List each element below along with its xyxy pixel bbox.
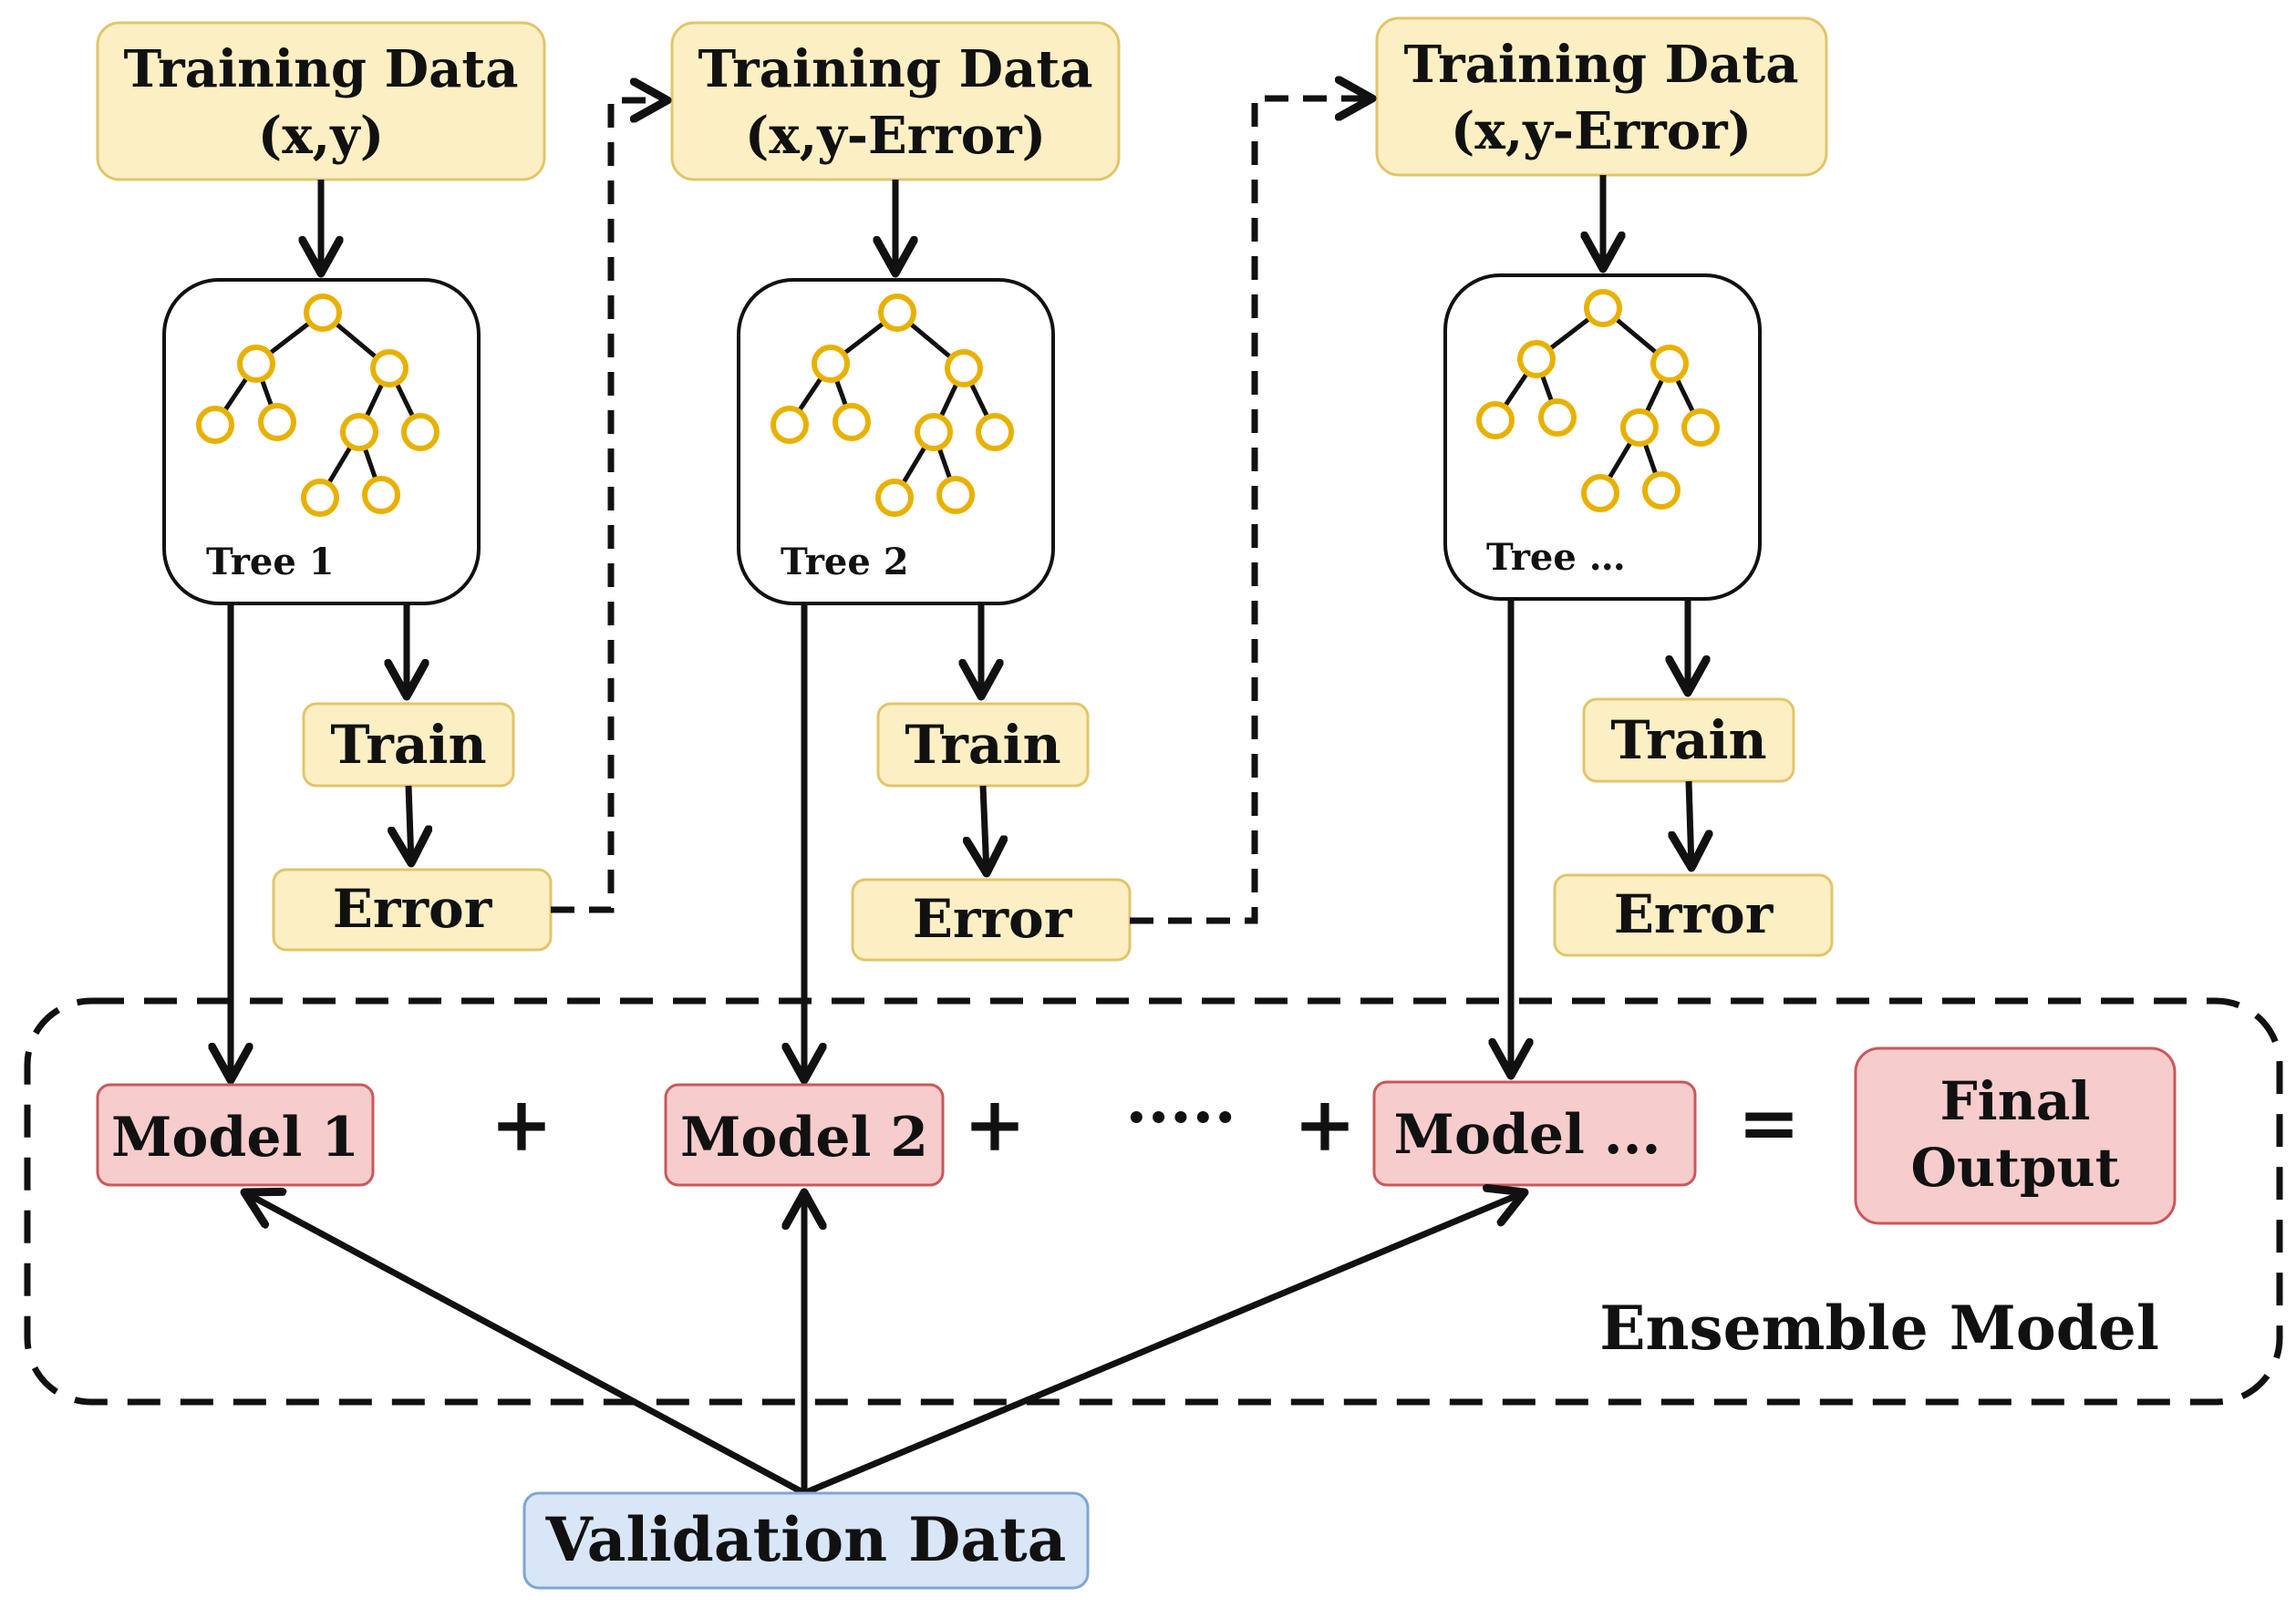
train-label-2: Train: [905, 714, 1060, 776]
error-label-1: Error: [333, 878, 493, 940]
validation-arrow-1: [244, 1192, 806, 1497]
column-2: Training Data (x,y-Error): [664, 21, 1132, 1187]
training-data-title-1: Training Data: [123, 39, 518, 99]
validation-arrow-3: [802, 1192, 1525, 1497]
plus-sign-1: +: [491, 1081, 553, 1169]
tree-label-3: Tree …: [1486, 536, 1626, 579]
equals-sign: =: [1738, 1079, 1801, 1167]
tree-icon-3: [1476, 289, 1720, 512]
model-label-3: Model ...: [1394, 1103, 1661, 1167]
plus-sign-2: +: [964, 1081, 1027, 1169]
ellipsis-dots: ·····: [1125, 1079, 1236, 1155]
tree-icon-1: [196, 294, 440, 517]
training-data-subtitle-1: (x,y): [258, 106, 384, 166]
final-output-line2: Output: [1911, 1137, 2120, 1199]
final-output-line1: Final: [1940, 1070, 2091, 1132]
model-box-2: [664, 1083, 945, 1187]
error-feedback-connector-1: [551, 100, 667, 913]
tree-label-2: Tree 2: [781, 541, 909, 583]
model-box-1: [96, 1083, 375, 1187]
error-box-3: [1553, 873, 1834, 957]
error-feedback-connector-2: [1130, 98, 1372, 924]
column-3: Training Data (x,y-Error): [1372, 16, 1834, 1187]
validation-data-label: Validation Data: [545, 1504, 1067, 1575]
train-label-3: Train: [1610, 709, 1766, 771]
ensemble-label: Ensemble Model: [1599, 1293, 2159, 1364]
ensemble-container: [24, 997, 2283, 1406]
training-data-title-2: Training Data: [698, 39, 1092, 99]
error-label-2: Error: [913, 888, 1073, 950]
training-data-subtitle-2: (x,y-Error): [745, 106, 1046, 166]
model-label-1: Model 1: [111, 1106, 359, 1170]
training-data-title-3: Training Data: [1403, 35, 1798, 95]
final-output-box: [1854, 1046, 2177, 1225]
tree-label-1: Tree 1: [206, 541, 335, 583]
model-label-2: Model 2: [680, 1106, 928, 1170]
train-label-1: Train: [330, 714, 486, 776]
column-1: Training Data (x,y): [96, 21, 553, 1187]
model-box-3: [1372, 1080, 1697, 1187]
tree-icon-2: [771, 294, 1014, 517]
training-data-subtitle-3: (x,y-Error): [1451, 101, 1752, 161]
error-label-3: Error: [1614, 883, 1774, 945]
validation-data-box: [522, 1491, 1090, 1590]
plus-sign-3: +: [1294, 1081, 1357, 1169]
